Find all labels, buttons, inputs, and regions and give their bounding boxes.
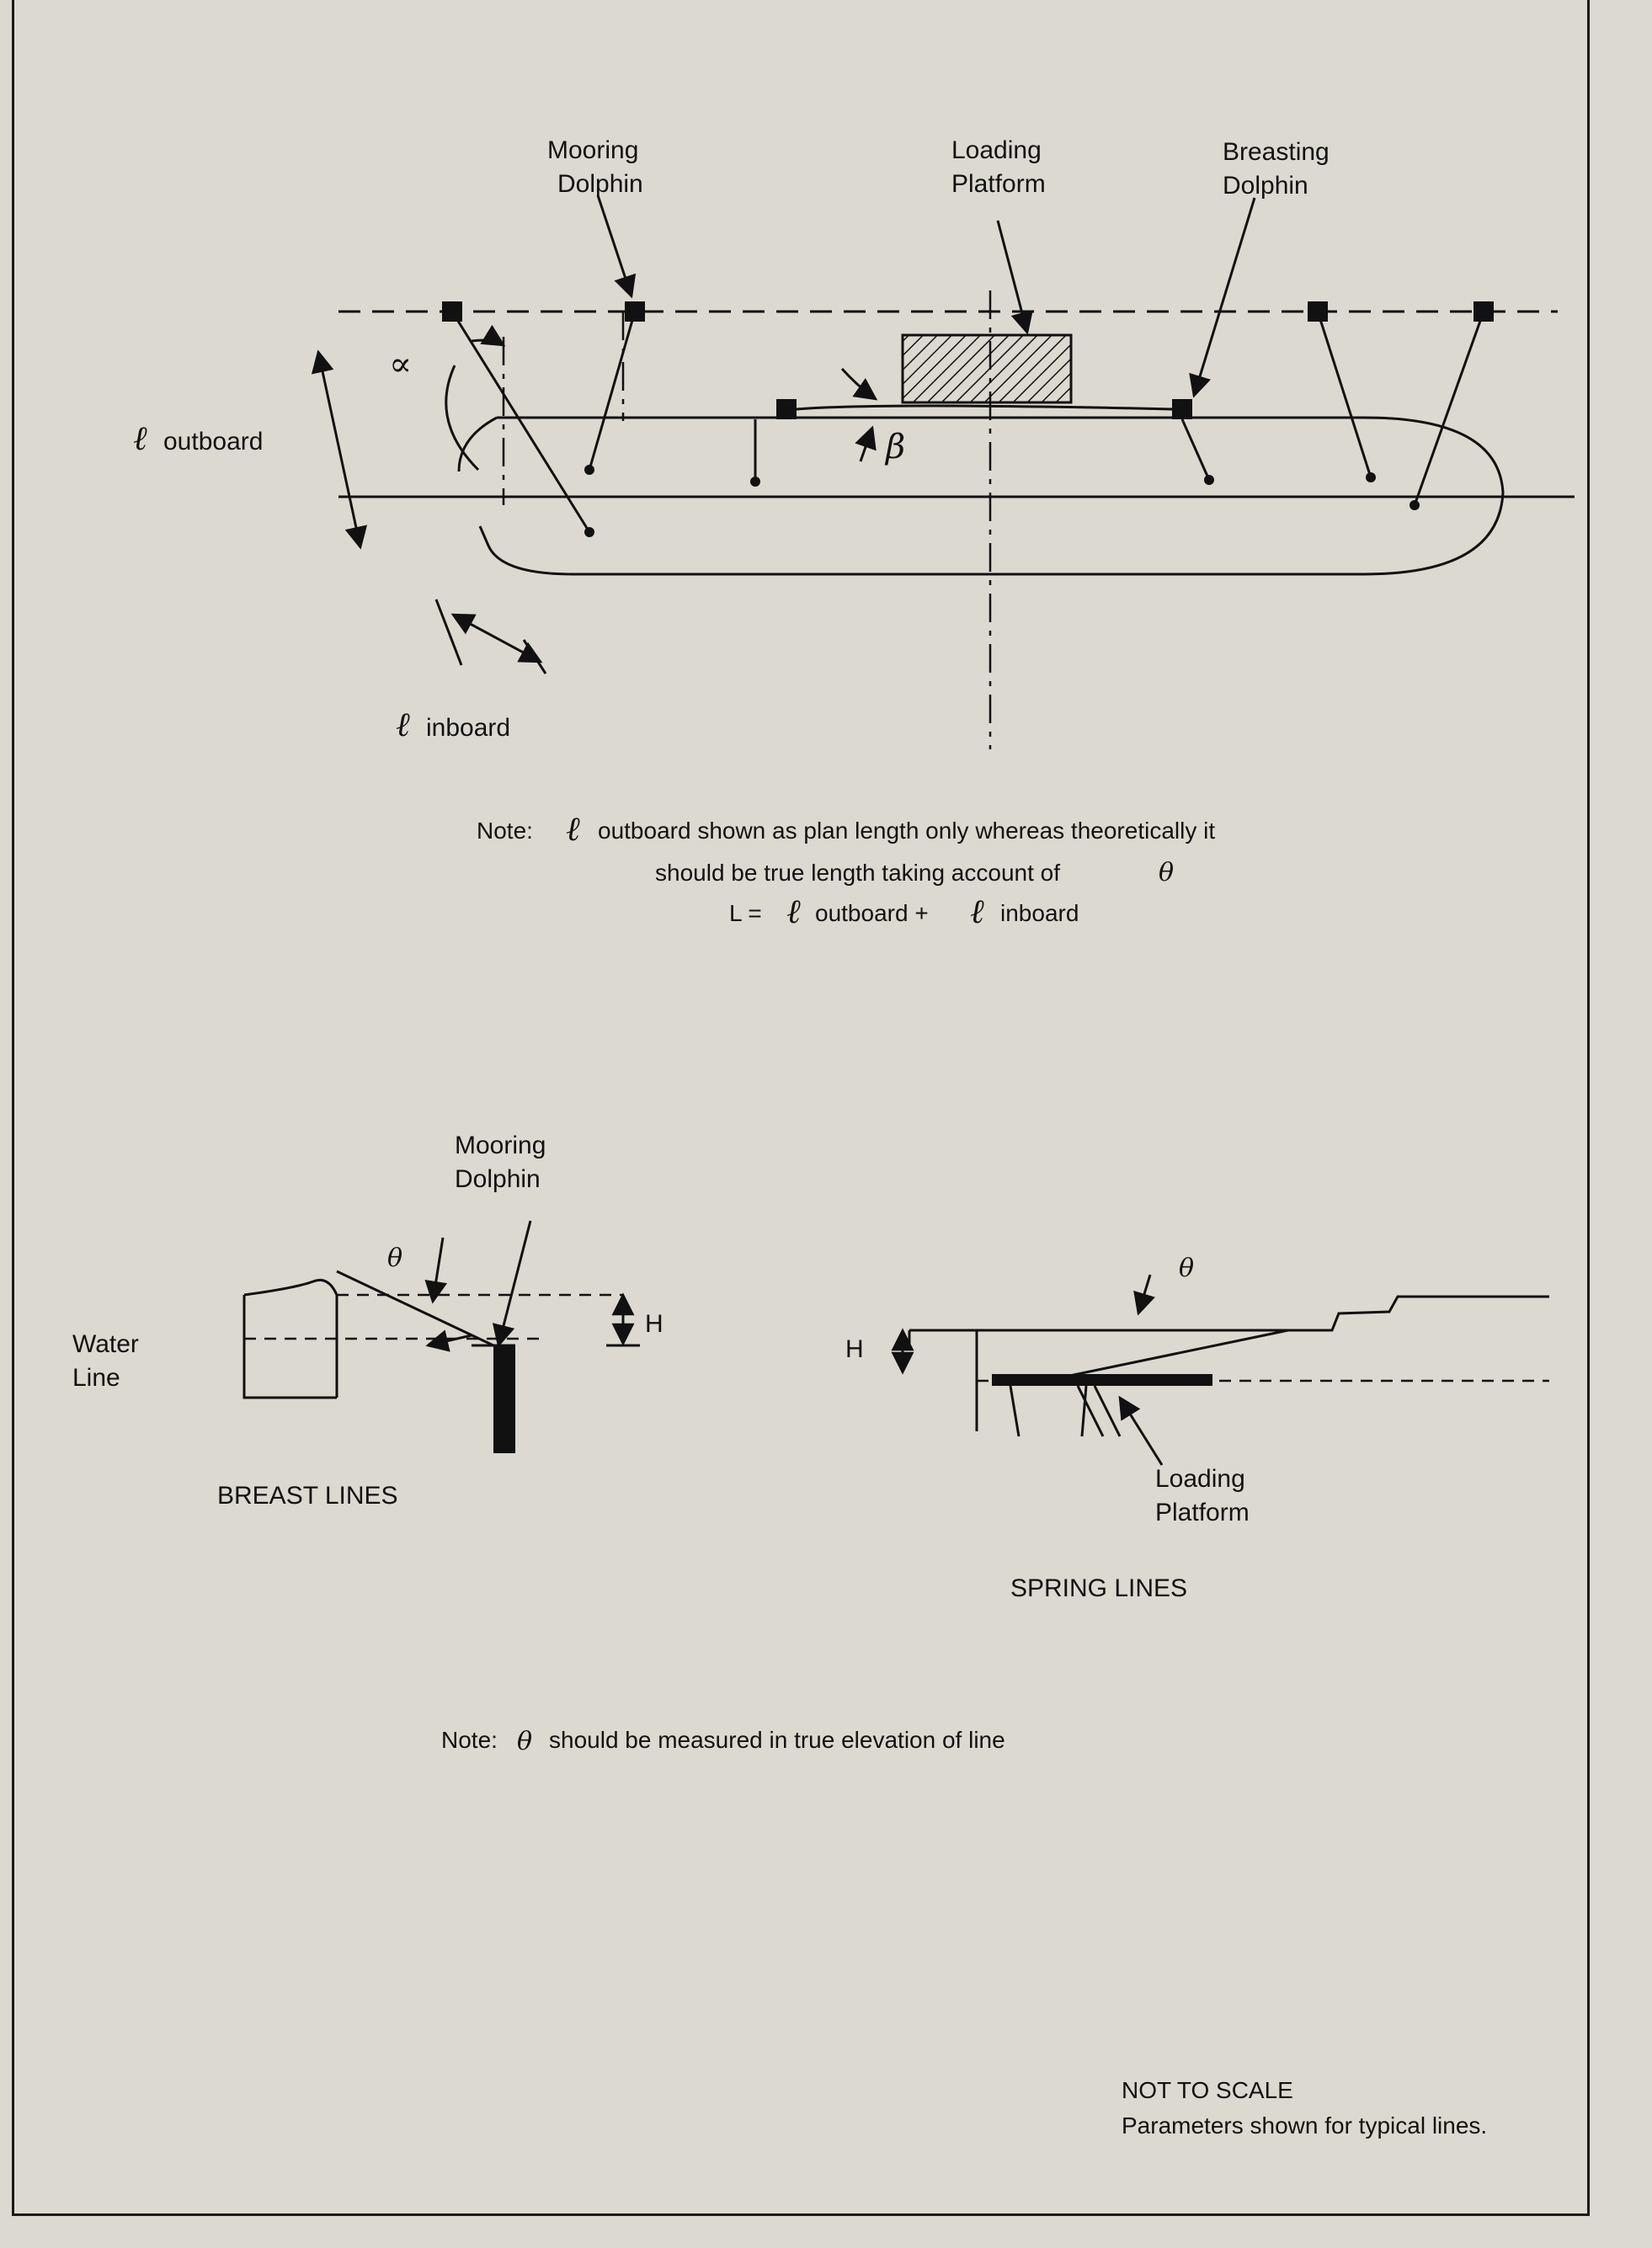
- alpha-arrow: [471, 324, 506, 347]
- spring-theta-leader: [1133, 1274, 1155, 1316]
- mooring-dolphin-label-2: Dolphin: [557, 170, 643, 198]
- spring-ship-deck: [977, 1295, 1549, 1332]
- note1-line1: outboard shown as plan length only where…: [598, 818, 1215, 844]
- spring-theta: θ: [1179, 1254, 1194, 1283]
- spring-loading-platform-2: Platform: [1155, 1499, 1250, 1526]
- note-2: Note: θ should be measured in true eleva…: [441, 1727, 1005, 1756]
- breast-theta: θ: [387, 1244, 402, 1273]
- breast-lines-elevation: Mooring Dolphin θ H Water Line BREAST LI…: [72, 1132, 663, 1510]
- mooring-line-1: [450, 311, 591, 533]
- beta-symbol: β: [884, 428, 905, 466]
- l-inboard-symbol: ℓ: [396, 706, 410, 744]
- note1-l-symbol: ℓ: [566, 810, 580, 849]
- note1-formula-start: L =: [729, 900, 762, 926]
- spring-lines-title: SPRING LINES: [1010, 1574, 1187, 1602]
- breast-lines-title: BREAST LINES: [217, 1482, 398, 1510]
- platform-support-4: [1076, 1385, 1105, 1437]
- loading-platform-block: [901, 333, 1073, 404]
- breast-theta-leader: [424, 1237, 448, 1304]
- breasting-dolphin-1: [776, 399, 797, 419]
- alpha-arc: [445, 365, 480, 471]
- breast-h-label: H: [645, 1310, 663, 1338]
- not-to-scale: NOT TO SCALE: [1122, 2077, 1293, 2103]
- breast-mooring-line: [336, 1270, 494, 1347]
- parameters-note: Parameters shown for typical lines.: [1122, 2112, 1487, 2139]
- note2-text: should be measured in true elevation of …: [549, 1727, 1005, 1753]
- plan-view: Mooring Dolphin Loading Platform Breasti…: [133, 136, 1575, 749]
- figure-frame: [12, 0, 1590, 2216]
- breasting-dolphin-label-1: Breasting: [1223, 138, 1330, 166]
- l-inboard-ext-1: [434, 599, 463, 666]
- spring-lines-elevation: θ H Loading Platform SPRING LINES: [845, 1254, 1549, 1602]
- breasting-dolphin-2: [1172, 399, 1192, 419]
- spring-h-label: H: [845, 1335, 864, 1363]
- water-line-label-2: Line: [72, 1364, 120, 1392]
- ship-stern: [457, 416, 498, 472]
- l-outboard-label: outboard: [163, 428, 263, 455]
- breast-ship-deck: [243, 1278, 338, 1297]
- note1-l1: ℓ: [786, 892, 801, 931]
- mooring-line-2: [588, 311, 637, 471]
- alpha-symbol: ∝: [389, 345, 412, 384]
- note1-line2: should be true length taking account of: [655, 860, 1060, 886]
- breast-ship-side: [242, 1295, 337, 1399]
- platform-support-3: [1093, 1385, 1122, 1437]
- mooring-dolphin-leader: [596, 194, 637, 299]
- beta-arrow-top: [840, 367, 878, 401]
- footer-notes: NOT TO SCALE Parameters shown for typica…: [1122, 2077, 1487, 2139]
- water-line-label-1: Water: [72, 1330, 139, 1358]
- beta-arrow-bottom: [855, 425, 877, 462]
- l-inboard-ext-2: [522, 639, 547, 674]
- note2-theta: θ: [517, 1727, 532, 1756]
- l-outboard-dimension: [311, 349, 368, 550]
- loading-platform-label-1: Loading: [951, 136, 1042, 164]
- loading-platform-leader: [996, 220, 1033, 335]
- note1-theta: θ: [1159, 858, 1174, 887]
- note2-prefix: Note:: [441, 1727, 498, 1753]
- l-inboard-label: inboard: [426, 714, 510, 742]
- elev-mooring-dolphin-2: Dolphin: [455, 1165, 541, 1193]
- note1-prefix: Note:: [477, 818, 533, 844]
- breast-dolphin: [493, 1345, 515, 1453]
- spring-loading-platform: [992, 1374, 1212, 1386]
- mooring-line-4: [1413, 311, 1485, 506]
- l-inboard-dimension: [450, 613, 543, 663]
- breast-dolphin-leader: [492, 1220, 532, 1348]
- breast-line-plan: [1180, 418, 1211, 481]
- breasting-dolphin-leader: [1189, 197, 1256, 398]
- note1-formula-in: inboard: [1000, 900, 1079, 926]
- ship-hull: [478, 416, 1505, 576]
- breasting-dolphin-label-2: Dolphin: [1223, 172, 1308, 200]
- mooring-line-3: [1316, 311, 1372, 478]
- note-1: Note: ℓ outboard shown as plan length on…: [477, 810, 1215, 931]
- spring-platform-leader: [1118, 1395, 1164, 1466]
- spring-loading-platform-1: Loading: [1155, 1465, 1245, 1493]
- elev-mooring-dolphin-1: Mooring: [455, 1132, 546, 1159]
- platform-support-2: [1080, 1385, 1088, 1437]
- breast-theta-leader-2: [425, 1329, 472, 1352]
- note1-l2: ℓ: [970, 892, 984, 931]
- platform-support-1: [1009, 1385, 1021, 1437]
- spring-mooring-line: [1068, 1329, 1289, 1377]
- mooring-dolphin-label-1: Mooring: [547, 136, 638, 164]
- loading-platform-label-2: Platform: [951, 170, 1046, 198]
- note1-formula-out: outboard +: [815, 900, 929, 926]
- spring-line-plan: [796, 404, 1173, 411]
- l-outboard-symbol: ℓ: [133, 419, 147, 458]
